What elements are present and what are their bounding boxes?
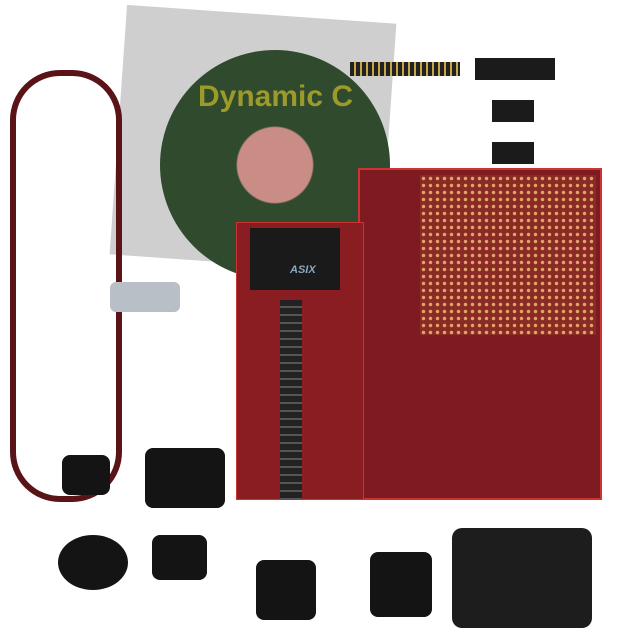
plug-adapter: [62, 455, 110, 495]
power-adapter: [452, 528, 592, 628]
cd-title: Dynamic C: [198, 80, 354, 113]
au-plug-adapter: [58, 535, 128, 590]
eu-plug-adapter: [256, 560, 316, 620]
socket-header: [475, 58, 555, 80]
ribbon-cable: [10, 70, 122, 502]
uk-plug-adapter: [145, 448, 225, 508]
chip-label: ASIX: [290, 264, 316, 276]
module-header: [280, 300, 302, 500]
pin-header: [350, 62, 460, 76]
eu-plug-adapter: [370, 552, 432, 617]
ethernet-chip: [250, 228, 340, 290]
socket-header: [492, 100, 534, 122]
plug-adapter: [152, 535, 207, 580]
prototyping-area: [420, 175, 596, 335]
socket-header: [492, 142, 534, 164]
db9-connector: [110, 282, 180, 312]
